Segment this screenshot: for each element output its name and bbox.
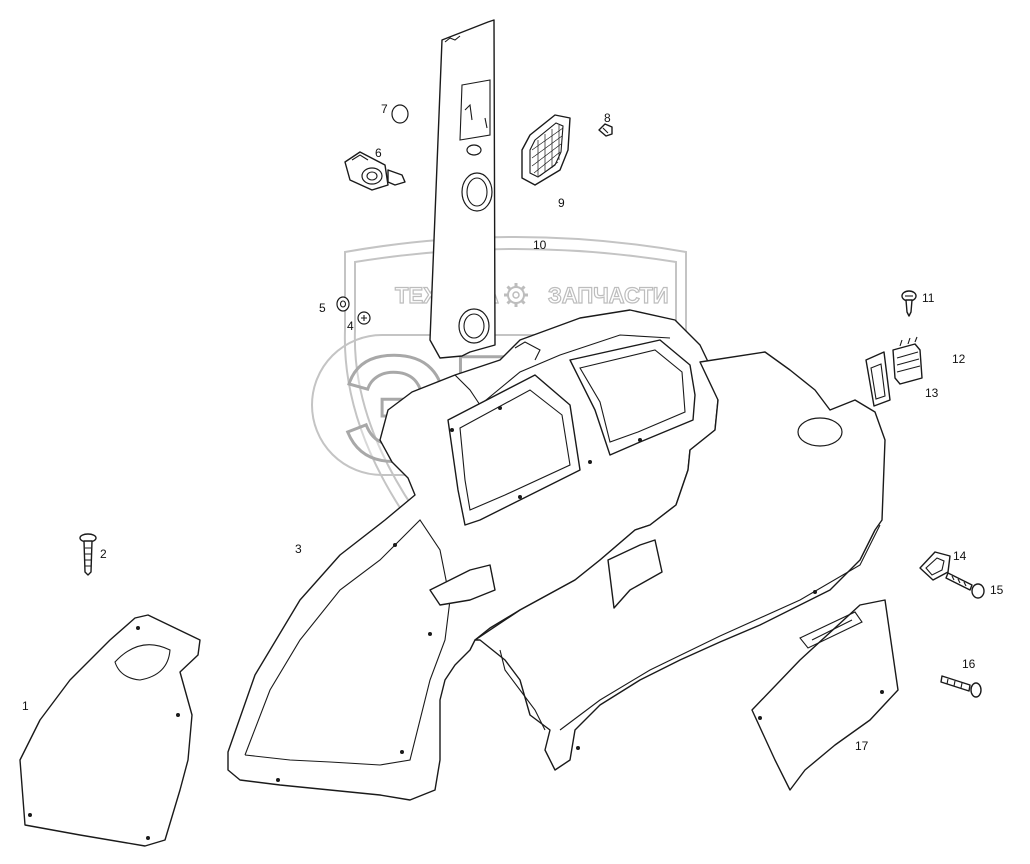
part-8-screw xyxy=(598,123,613,137)
part-14-clip xyxy=(919,551,951,581)
callout-4: 4 xyxy=(347,319,354,333)
callout-12: 12 xyxy=(952,352,966,366)
callout-5: 5 xyxy=(319,301,326,315)
part-9-vent-grille xyxy=(521,114,571,186)
callout-11: 11 xyxy=(922,291,935,305)
callout-6: 6 xyxy=(375,146,382,160)
part-2-long-bolt xyxy=(79,533,97,576)
part-6-ignition-switch xyxy=(344,151,406,191)
callout-16: 16 xyxy=(962,657,976,671)
callout-8: 8 xyxy=(604,111,611,125)
watermark-right-text: ЗАПЧАСТИ xyxy=(548,283,669,308)
callout-17: 17 xyxy=(855,739,869,753)
part-13-plate xyxy=(865,351,891,407)
part-11-screw xyxy=(901,290,917,317)
part-4-bolt xyxy=(357,311,371,325)
part-16-bolt xyxy=(940,675,982,698)
callout-15: 15 xyxy=(990,583,1004,597)
right-wing-panel xyxy=(429,351,886,771)
callout-13: 13 xyxy=(925,386,939,400)
part-3-dashboard-shell xyxy=(227,309,719,801)
part-1-left-panel xyxy=(19,614,201,847)
part-7-ring xyxy=(391,104,409,124)
part-17-lower-right-panel xyxy=(751,599,899,791)
callout-1: 1 xyxy=(22,699,29,713)
part-15-bolt xyxy=(945,572,985,599)
part-12-connector-block xyxy=(892,336,923,385)
part-10-vertical-panel xyxy=(429,19,496,359)
callout-3: 3 xyxy=(295,542,302,556)
callout-14: 14 xyxy=(953,549,967,563)
gear-icon xyxy=(504,283,528,307)
callout-2: 2 xyxy=(100,547,107,561)
part-5-washer xyxy=(336,296,350,312)
callout-9: 9 xyxy=(558,196,565,210)
callout-labels: 1 2 3 4 5 6 7 8 9 10 11 12 13 14 15 16 1… xyxy=(22,102,1004,753)
callout-10: 10 xyxy=(533,238,547,252)
callout-7: 7 xyxy=(381,102,388,116)
